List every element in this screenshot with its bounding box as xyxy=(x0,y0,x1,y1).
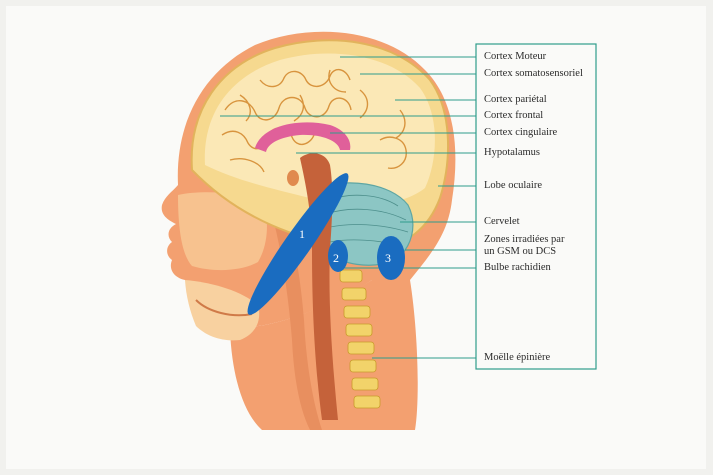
zone-3-number: 3 xyxy=(385,251,391,265)
label-cortex-moteur: Cortex Moteur xyxy=(484,51,546,62)
label-cortex-cingulaire: Cortex cingulaire xyxy=(484,127,557,138)
label-bulbe-rachidien: Bulbe rachidien xyxy=(484,262,551,273)
label-zones-irradiees-line2: un GSM ou DCS xyxy=(484,246,556,257)
label-moelle-epiniere: Moëlle épinière xyxy=(484,352,550,363)
label-zones-irradiees-line1: Zones irradiées par xyxy=(484,234,564,245)
label-lobe-oculaire: Lobe oculaire xyxy=(484,180,542,191)
label-cortex-frontal: Cortex frontal xyxy=(484,110,543,121)
zone-2-number: 2 xyxy=(333,251,339,265)
label-cortex-parietal: Cortex pariétal xyxy=(484,94,547,105)
zone-3-ellipse xyxy=(377,236,405,280)
zone-1-number: 1 xyxy=(299,227,305,241)
label-cervelet: Cervelet xyxy=(484,216,520,227)
hypothalamus xyxy=(287,170,299,186)
label-hypotalamus: Hypotalamus xyxy=(484,147,540,158)
label-cortex-somatosensoriel: Cortex somatosensoriel xyxy=(484,68,583,79)
